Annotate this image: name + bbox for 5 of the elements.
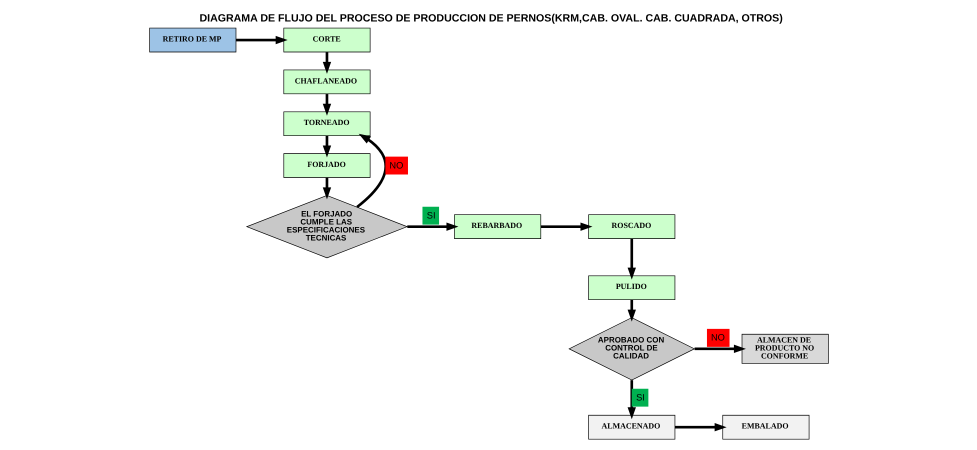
edge-label: NO — [710, 332, 724, 343]
edge-label: SI — [426, 210, 436, 220]
edge-label: NO — [388, 160, 403, 170]
diagram-title: DIAGRAMA DE FLUJO DEL PROCESO DE PRODUCCION DE PERNOS(KRM,CAB. OVAL. CAB. CUADRADA, OTROS) — [198, 12, 782, 24]
edge-label: SI — [636, 392, 644, 402]
